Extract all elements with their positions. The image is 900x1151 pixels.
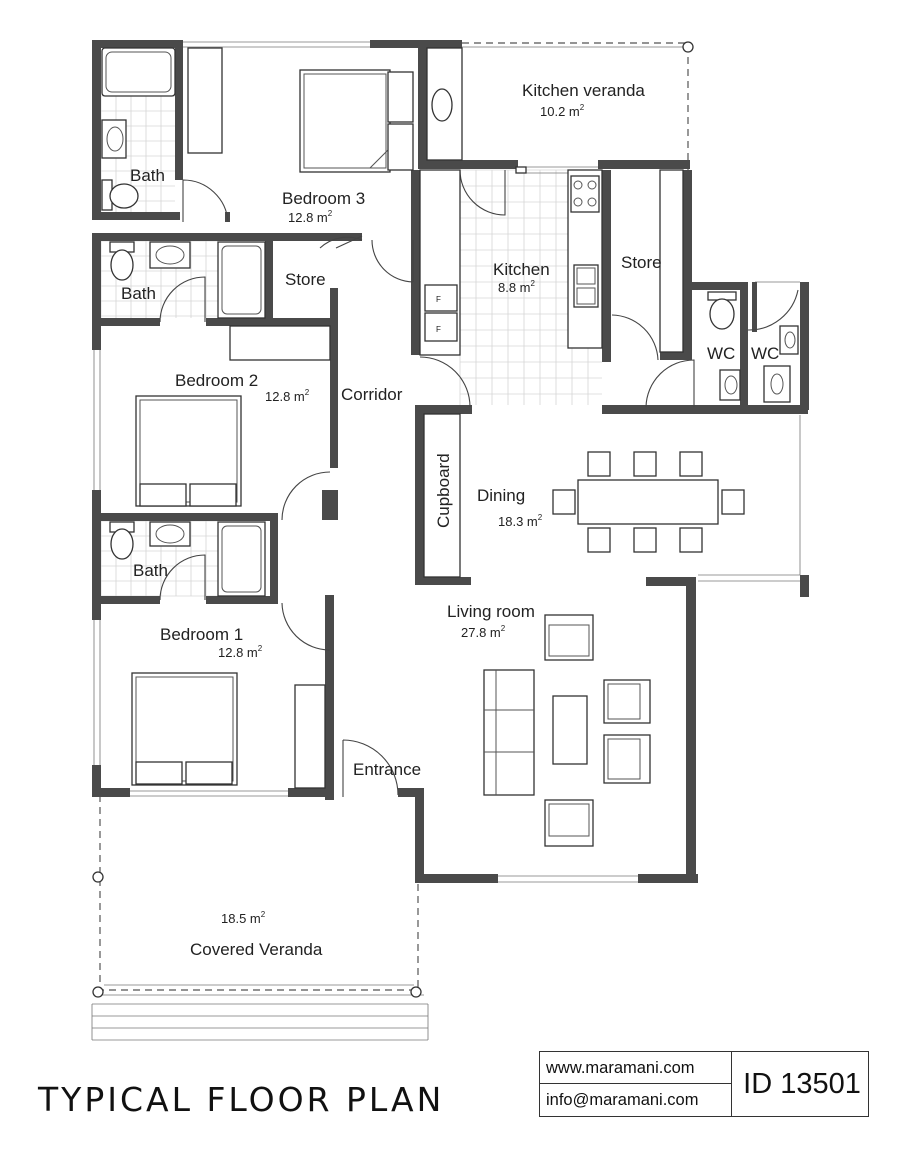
website-link[interactable]: www.maramani.com bbox=[540, 1052, 732, 1084]
veranda-columns bbox=[92, 41, 694, 998]
wc-fixtures bbox=[707, 291, 799, 403]
covered-veranda-label: Covered Veranda bbox=[190, 940, 323, 959]
cupboard-label: Cupboard bbox=[434, 453, 453, 528]
dining-set bbox=[552, 451, 745, 553]
bedroom2-furniture bbox=[135, 325, 331, 507]
entrance-label: Entrance bbox=[353, 760, 421, 779]
kitchen-label: Kitchen bbox=[493, 260, 550, 279]
walls bbox=[92, 40, 809, 883]
bedroom1-label: Bedroom 1 bbox=[160, 625, 243, 644]
bath-mid-label: Bath bbox=[121, 284, 156, 303]
email-link[interactable]: info@maramani.com bbox=[540, 1084, 732, 1116]
bedroom2-area: 12.8 m2 bbox=[265, 388, 310, 404]
doors bbox=[159, 169, 799, 797]
veranda-steps bbox=[91, 1003, 429, 1041]
store-left-label: Store bbox=[285, 270, 326, 289]
plan-id: ID 13501 bbox=[743, 1068, 861, 1100]
cupboard-unit bbox=[423, 413, 461, 578]
bedroom1-furniture bbox=[131, 672, 326, 789]
kitchen-area: 8.8 m2 bbox=[498, 279, 536, 295]
bath-low-fixtures bbox=[109, 521, 266, 597]
bedroom3-area: 12.8 m2 bbox=[288, 209, 333, 225]
wc2-label: WC bbox=[751, 344, 779, 363]
kitchen-veranda-label: Kitchen veranda bbox=[522, 81, 645, 100]
living-room-furniture bbox=[483, 614, 651, 847]
corridor-label: Corridor bbox=[341, 385, 403, 404]
kitchen-veranda-area: 10.2 m2 bbox=[540, 103, 585, 119]
bedroom3-furniture bbox=[187, 47, 414, 173]
bath-top-fixtures bbox=[101, 47, 176, 211]
kitchen-fixtures: F F bbox=[419, 166, 603, 356]
living-room-area: 27.8 m2 bbox=[461, 624, 506, 640]
wc1-label: WC bbox=[707, 344, 735, 363]
living-room-label: Living room bbox=[447, 602, 535, 621]
bath-mid-fixtures bbox=[109, 241, 266, 319]
bedroom3-label: Bedroom 3 bbox=[282, 189, 365, 208]
fridge-mark-2: F bbox=[436, 325, 441, 334]
bedroom2-label: Bedroom 2 bbox=[175, 371, 258, 390]
dining-label: Dining bbox=[477, 486, 525, 505]
bedroom1-area: 12.8 m2 bbox=[218, 644, 263, 660]
store-shelf bbox=[659, 169, 684, 353]
dining-area: 18.3 m2 bbox=[498, 513, 543, 529]
fridge-mark-1: F bbox=[436, 295, 441, 304]
kitchen-veranda-sink bbox=[426, 47, 463, 161]
bath-low-label: Bath bbox=[133, 561, 168, 580]
contact-box: www.maramani.com info@maramani.com ID 13… bbox=[539, 1051, 869, 1117]
plan-title: TYPICAL FLOOR PLAN bbox=[38, 1080, 445, 1119]
store-right-label: Store bbox=[621, 253, 662, 272]
kitchen-veranda-outline bbox=[462, 42, 689, 170]
room-labels: Kitchen veranda 10.2 m2 Bath Bedroom 3 1… bbox=[121, 81, 779, 959]
covered-veranda-area: 18.5 m2 bbox=[221, 910, 266, 926]
bath-top-label: Bath bbox=[130, 166, 165, 185]
covered-veranda-outline bbox=[99, 795, 424, 996]
